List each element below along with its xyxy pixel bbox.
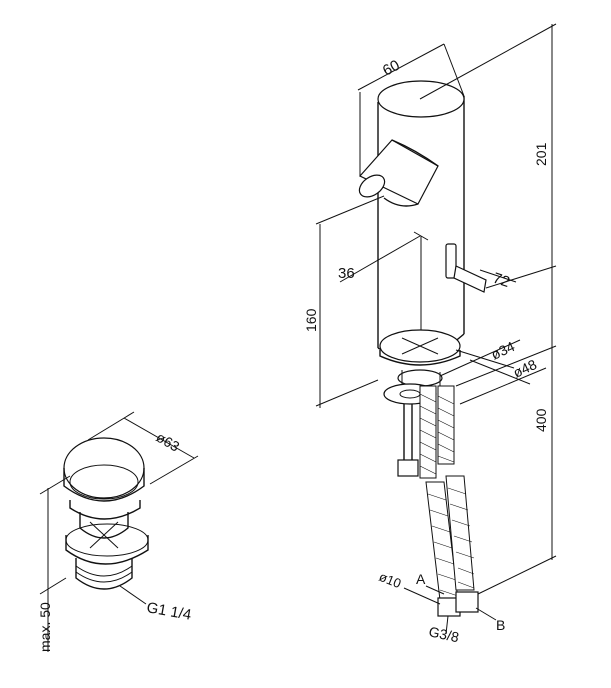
label-hose-length: 400: [533, 408, 549, 432]
dim-total-height: 201: [419, 23, 557, 289]
threaded-rod: [397, 404, 419, 477]
hose-labels: A B: [416, 571, 505, 633]
dim-hose-length: 400: [455, 272, 557, 595]
label-spout-width: 60: [380, 57, 403, 80]
label-waste-diameter: ø63: [154, 429, 183, 455]
label-hose-diameter: ø10: [377, 569, 403, 591]
waste-cap: [63, 437, 145, 502]
label-total-height: 201: [533, 142, 549, 166]
mixer-base: [379, 329, 461, 366]
waste-body: [65, 500, 149, 590]
mixer-spout: [358, 139, 439, 207]
mixer-lever: [445, 243, 487, 293]
label-base-outer: ø48: [511, 356, 540, 381]
dim-waste-height: max. 50: [37, 475, 71, 652]
label-base-inner: ø34: [489, 338, 518, 363]
label-hose-a: A: [416, 571, 426, 587]
label-spout-projection: 36: [338, 265, 355, 282]
label-hose-thread: G3/8: [427, 623, 460, 645]
dim-waste-thread: G1 1/4: [119, 585, 193, 624]
pop-up-waste: ø63 max. 50 G1 1/4: [37, 411, 199, 652]
dim-hose-diameter: ø10: [377, 569, 441, 605]
dim-hose-thread: G3/8: [427, 615, 461, 645]
label-waste-thread: G1 1/4: [145, 599, 192, 624]
dim-spout-width: 60: [357, 43, 465, 176]
label-body-height: 160: [303, 308, 319, 332]
label-waste-height: max. 50: [37, 602, 53, 652]
dim-spout-projection: 36: [338, 231, 429, 283]
label-lever: 72: [491, 270, 512, 291]
dim-lever: 72: [479, 269, 517, 291]
mixer-body: [377, 80, 465, 358]
label-hose-b: B: [496, 617, 505, 633]
hose-b: [437, 385, 479, 613]
hose-a: [419, 385, 461, 617]
mixer-tap: 60 201 36 72 160: [303, 23, 557, 645]
dim-body-height: 160: [303, 195, 385, 408]
